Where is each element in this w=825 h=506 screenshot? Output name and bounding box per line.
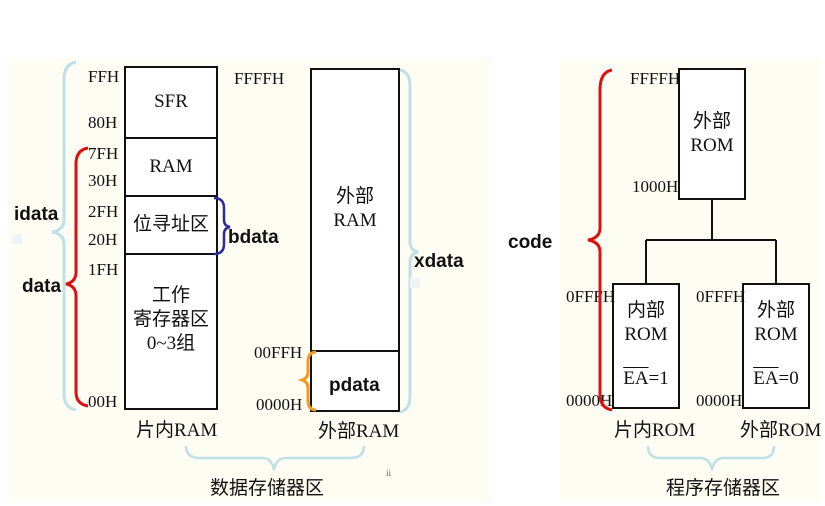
external-ram-page-divider xyxy=(310,350,400,352)
addr-20h: 20H xyxy=(88,230,118,249)
external-rom-top-block: 外部 ROM xyxy=(678,68,746,200)
external-rom-top-line2: ROM xyxy=(690,135,734,156)
external-rom-top-line1: 外部 xyxy=(692,111,731,132)
addr-80h: 80H xyxy=(88,113,118,132)
addr-00h: 00H xyxy=(88,392,118,411)
bit-addressable-label: 位寻址区 xyxy=(132,214,209,235)
external-rom-caption: 外部ROM xyxy=(740,420,822,441)
stray-mark: ii xyxy=(386,468,392,478)
addr-1000h: 1000H xyxy=(632,177,679,196)
external-rom-ea: EA=0 xyxy=(753,367,799,391)
internal-ea-value: =1 xyxy=(648,368,669,389)
internal-ram-column xyxy=(124,66,218,410)
addr-2fh: 2FH xyxy=(88,202,119,221)
addr-ffh: FFH xyxy=(88,67,120,86)
bit-work-divider xyxy=(124,253,218,255)
bdata-brace xyxy=(213,196,231,256)
external-rom-block: 外部 ROM EA=0 xyxy=(742,283,810,409)
program-memory-bottom-brace xyxy=(646,445,776,471)
idata-label: idata xyxy=(14,204,59,225)
sfr-block: SFR xyxy=(124,66,218,138)
internal-ea-text: EA xyxy=(623,368,649,389)
external-ea-value: =0 xyxy=(778,368,799,389)
addr-7fh: 7FH xyxy=(88,144,119,163)
addr-1fh: 1FH xyxy=(88,260,119,279)
external-ram-line2: RAM xyxy=(333,210,377,231)
xdata-brace xyxy=(399,68,419,414)
addr-00ffh: 00FFH xyxy=(254,343,303,362)
data-memory-caption: 数据存储器区 xyxy=(210,478,325,499)
external-ram-block: 外部 RAM xyxy=(310,68,400,350)
addr-0fffh-external: 0FFFH xyxy=(696,287,746,306)
addr-0000h-ram: 0000H xyxy=(256,395,303,414)
internal-rom-caption: 片内ROM xyxy=(614,420,696,441)
data-memory-bottom-brace xyxy=(184,445,366,471)
internal-rom-block: 内部 ROM EA=1 xyxy=(612,283,680,409)
addr-30h: 30H xyxy=(88,171,118,190)
external-ram-line1: 外部 xyxy=(335,186,374,207)
data-brace xyxy=(65,146,89,408)
ram-block: RAM xyxy=(124,138,218,196)
data-label: data xyxy=(22,276,62,297)
internal-ram-caption: 片内RAM xyxy=(136,420,218,441)
work-register-block: 工作 寄存器区 0~3组 xyxy=(124,254,218,404)
external-ea-text: EA xyxy=(753,368,779,389)
pdata-label: pdata xyxy=(329,375,380,396)
bit-addressable-block: 位寻址区 xyxy=(124,196,218,254)
addr-ffffh-ram: FFFFH xyxy=(234,69,285,88)
addr-ffffh-rom: FFFFH xyxy=(630,69,681,88)
ram-label: RAM xyxy=(149,156,193,177)
external-rom-line1: 外部 xyxy=(756,300,795,321)
sfr-label: SFR xyxy=(154,91,188,112)
internal-rom-ea: EA=1 xyxy=(623,367,669,391)
external-rom-line2: ROM xyxy=(754,324,798,345)
right-artifact-square xyxy=(410,278,420,288)
external-ram-column xyxy=(310,68,400,412)
code-brace xyxy=(587,68,613,412)
work-register-line3: 0~3组 xyxy=(146,333,196,354)
idata-brace xyxy=(51,60,77,412)
xdata-label: xdata xyxy=(414,251,464,272)
program-memory-caption: 程序存储器区 xyxy=(666,478,781,499)
internal-rom-line2: ROM xyxy=(624,324,668,345)
addr-0fffh-internal: 0FFFH xyxy=(566,287,616,306)
ram-bit-divider xyxy=(124,195,218,197)
left-artifact-square xyxy=(12,234,22,244)
internal-rom-line1: 内部 xyxy=(626,300,665,321)
external-ram-caption: 外部RAM xyxy=(318,421,400,442)
work-register-line2: 寄存器区 xyxy=(132,309,209,330)
code-label: code xyxy=(508,232,553,253)
addr-0000h-external: 0000H xyxy=(696,391,743,410)
bdata-label: bdata xyxy=(228,227,279,248)
pdata-brace xyxy=(297,350,317,412)
sfr-ram-divider xyxy=(124,137,218,139)
work-register-line1: 工作 xyxy=(151,285,190,306)
